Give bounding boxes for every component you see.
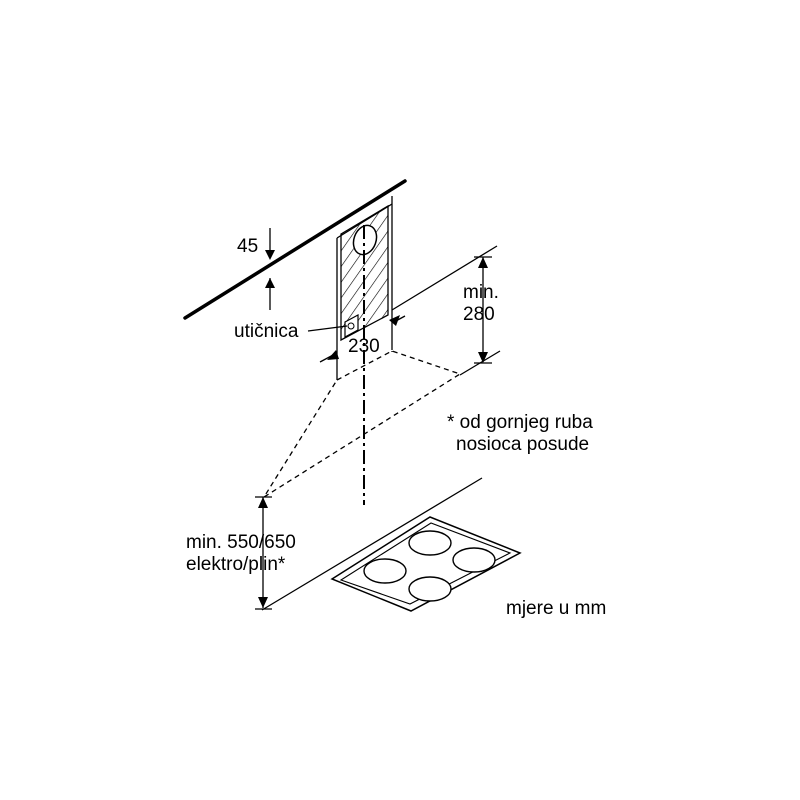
label-note-line2: nosioca posude [456,434,589,455]
dimension-45 [265,228,275,310]
cooktop-edge-line [261,477,483,611]
label-min-550-line2: elektro/plin* [186,554,286,575]
burner-1 [408,530,452,556]
socket-leader [307,325,348,332]
dimension-min-280 [474,256,492,364]
label-min-550-line1: min. 550/650 [186,532,296,553]
label-note-line1: * od gornjeg ruba [447,412,593,433]
label-units: mjere u mm [506,598,606,619]
duct-top-edge [336,203,393,239]
dimension-230 [319,315,406,363]
label-dimension-230: 230 [348,336,380,357]
socket-icon [344,313,359,339]
hood-outline [263,350,462,498]
burner-3 [363,558,407,584]
burner-4 [408,576,452,602]
burner-2 [452,547,496,573]
label-dimension-45: 45 [237,236,258,257]
exhaust-opening [352,224,378,256]
label-socket: utičnica [234,321,299,342]
ceiling-line [183,179,407,320]
label-min-280-line2: 280 [463,304,495,325]
label-min-280-line1: min. [463,282,499,303]
cooktop-hob [330,516,522,612]
dimension-min-550-650 [255,496,272,610]
